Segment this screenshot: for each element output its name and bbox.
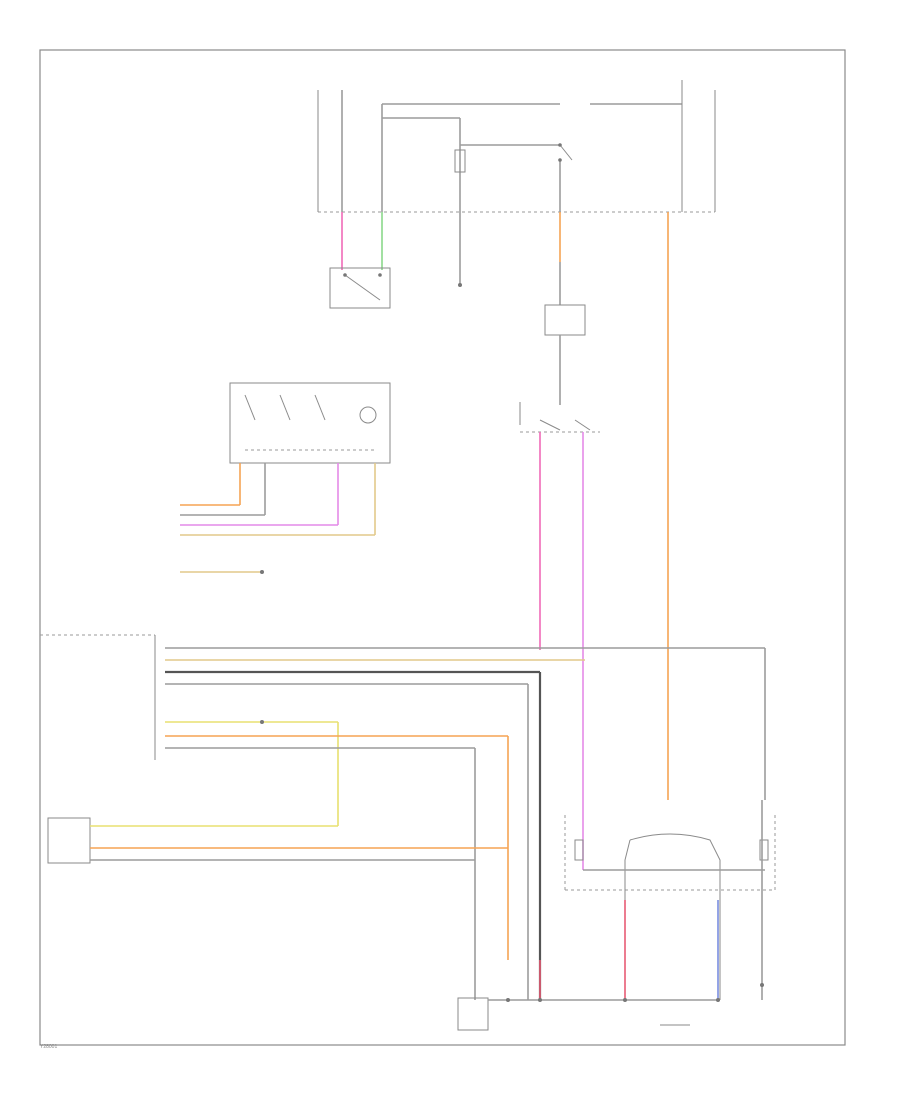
diagram-code: Y28001 (40, 1044, 58, 1050)
switch-assembly (180, 382, 391, 536)
ground-point (760, 983, 764, 1000)
fuse-output-wires (341, 212, 669, 800)
diagram-border (39, 49, 846, 1046)
bottom-module (457, 960, 720, 1031)
top-fuse-section (317, 80, 716, 213)
throttle-body (564, 800, 776, 1000)
control-module (40, 634, 766, 1000)
sensor (47, 817, 508, 864)
pedal-switch (519, 402, 600, 870)
serial-data-line (180, 570, 264, 574)
fuse-module (544, 304, 586, 405)
switch-relay (329, 267, 391, 309)
